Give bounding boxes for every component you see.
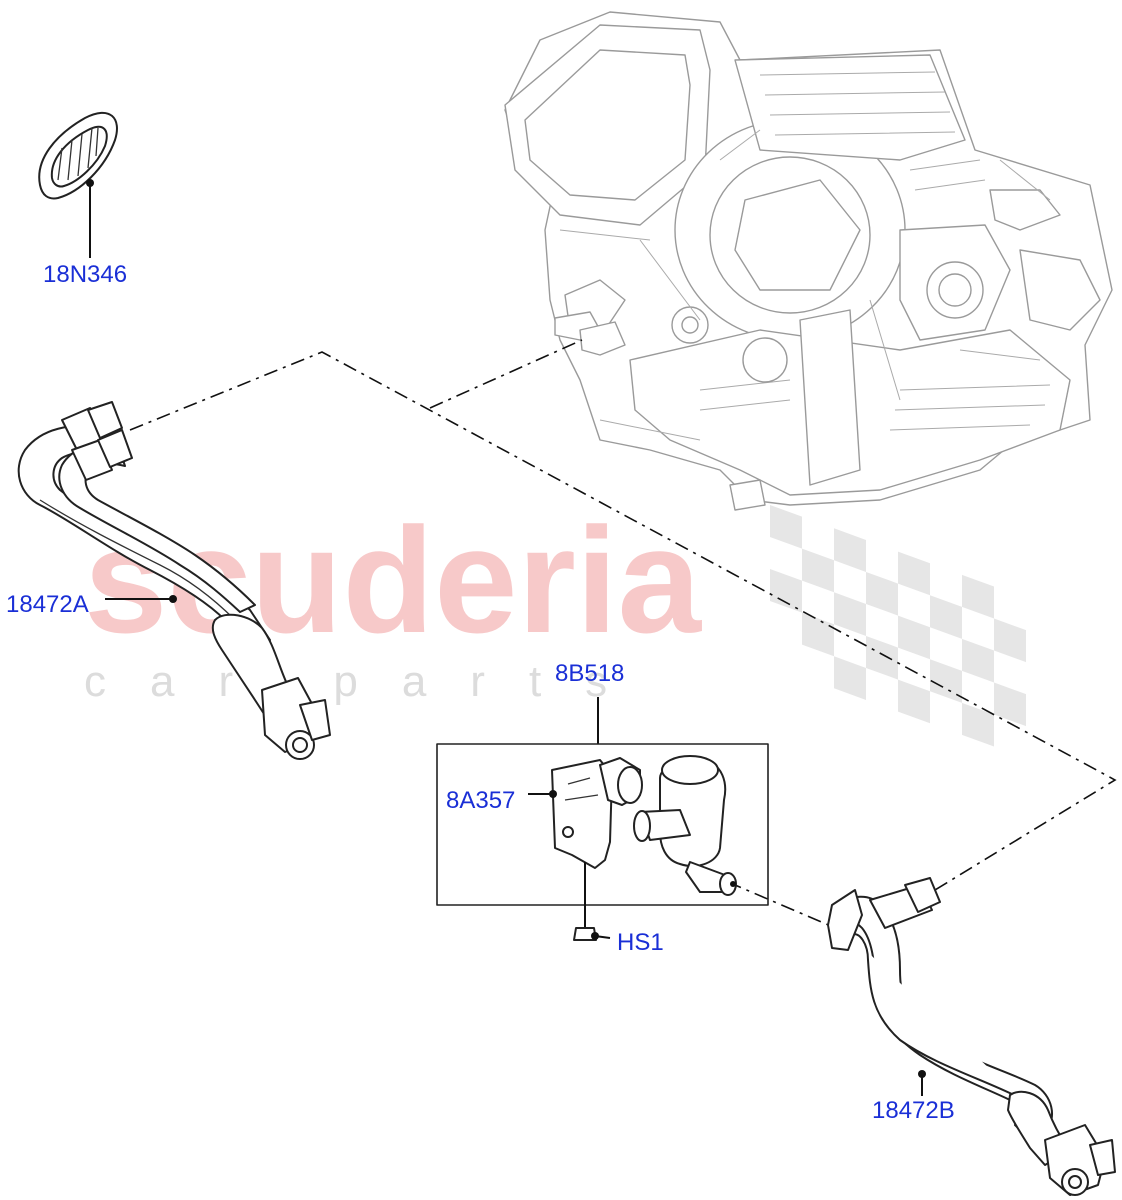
label-8a357: 8A357	[446, 787, 515, 814]
label-18472a: 18472A	[6, 591, 89, 618]
routing-lines	[129, 339, 1117, 931]
watermark-sub-text: car parts	[84, 657, 651, 706]
hose-b-part	[827, 877, 1116, 1196]
coolant-pump-part	[633, 755, 737, 896]
hvac-unit	[504, 11, 1113, 511]
checkered-flag-watermark	[770, 505, 1026, 747]
label-hs1: HS1	[617, 929, 664, 956]
label-18472b: 18472B	[872, 1097, 955, 1124]
label-18n346: 18N346	[43, 261, 127, 288]
pump-assembly-box	[436, 743, 769, 906]
screw-part	[573, 862, 611, 941]
label-8b518: 8B518	[555, 660, 624, 687]
grommet-part	[38, 111, 118, 258]
bracket-part	[528, 757, 643, 869]
hose-a-part	[17, 401, 331, 760]
